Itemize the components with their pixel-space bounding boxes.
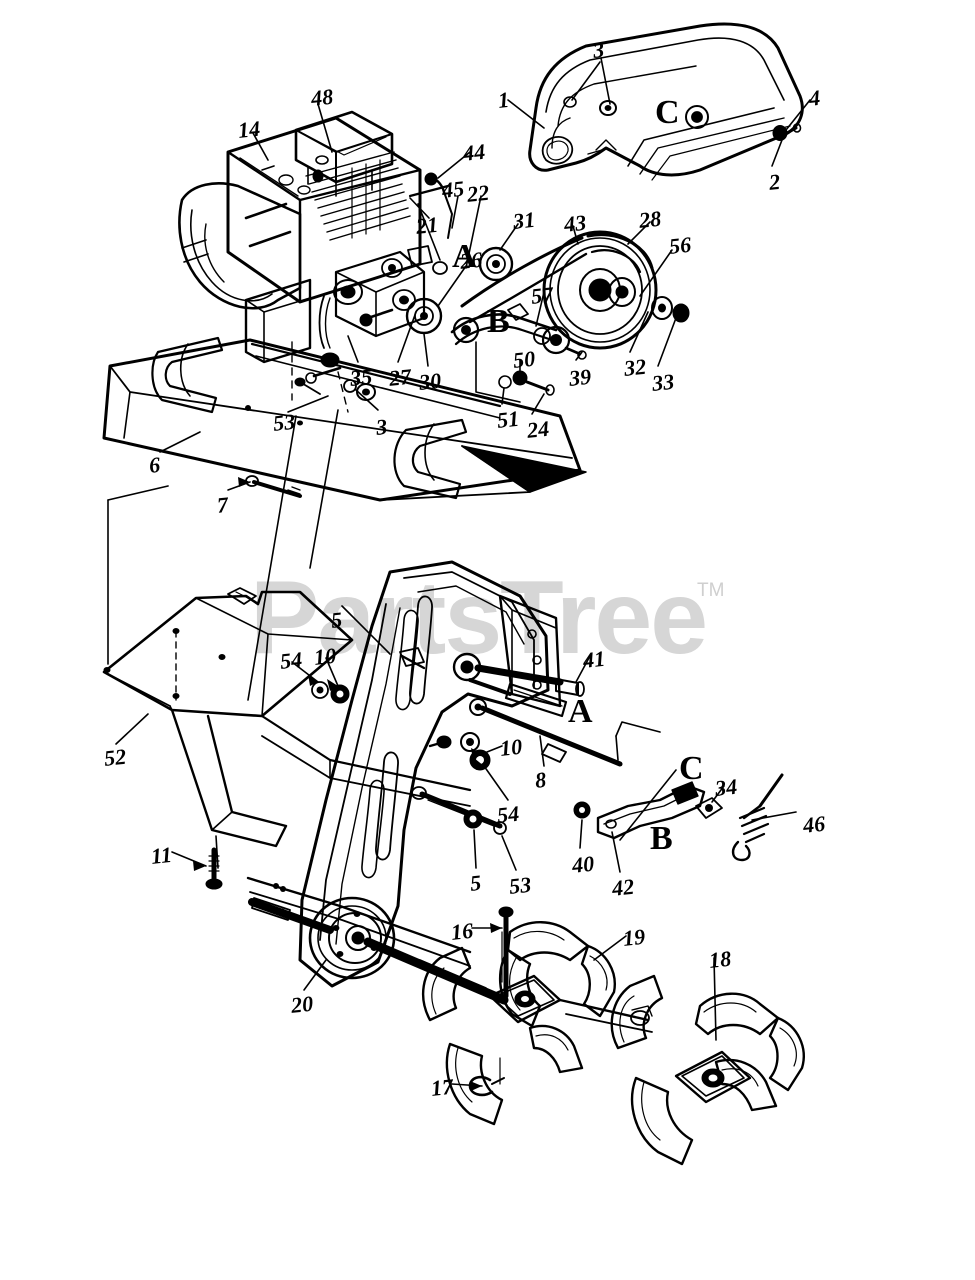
callout-number-48: 48 xyxy=(309,83,335,111)
callout-number-5: 5 xyxy=(468,869,483,896)
callout-number-30: 30 xyxy=(417,367,443,395)
callout-number-46: 46 xyxy=(801,810,827,838)
zone-letter-b-1: B xyxy=(487,303,510,340)
upper-frame-plate xyxy=(102,336,587,502)
callout-number-3: 3 xyxy=(374,413,389,440)
callout-number-50: 50 xyxy=(511,345,537,373)
callout-number-34: 34 xyxy=(713,773,739,801)
callout-number-22: 22 xyxy=(465,179,491,207)
callout-number-57: 57 xyxy=(529,281,555,309)
callout-number-31: 31 xyxy=(511,206,537,234)
callout-number-7: 7 xyxy=(215,491,230,518)
tine-assemblies xyxy=(422,906,805,1166)
callout-number-42: 42 xyxy=(610,873,636,901)
leader-lines xyxy=(107,409,339,701)
callout-number-54: 54 xyxy=(495,800,521,828)
callout-number-32: 32 xyxy=(622,353,648,381)
callout-number-41: 41 xyxy=(581,645,607,673)
callout-number-5: 5 xyxy=(329,606,344,633)
callout-number-11: 11 xyxy=(149,841,174,869)
zone-letter-a-3: A xyxy=(568,693,593,730)
callout-number-54: 54 xyxy=(278,646,304,674)
callout-number-51: 51 xyxy=(495,405,521,433)
callout-number-27: 27 xyxy=(387,363,413,391)
callout-number-28: 28 xyxy=(637,205,663,233)
callout-number-52: 52 xyxy=(102,743,128,771)
callout-number-10: 10 xyxy=(498,733,524,761)
callout-number-53: 53 xyxy=(507,871,533,899)
callout-number-45: 45 xyxy=(440,175,466,203)
control-linkage-lower xyxy=(311,647,784,862)
belt-and-pulley-assembly xyxy=(405,230,690,403)
callout-number-3: 3 xyxy=(591,36,606,63)
zone-letter-c-2: C xyxy=(655,94,680,131)
lower-shield-plate xyxy=(102,587,472,967)
callout-number-14: 14 xyxy=(236,115,262,143)
callout-number-17: 17 xyxy=(429,1073,455,1101)
zone-letter-c-4: C xyxy=(679,750,704,787)
callout-number-39: 39 xyxy=(567,363,593,391)
callout-number-10: 10 xyxy=(312,642,338,670)
callout-number-56: 56 xyxy=(667,231,693,259)
leader-arrowheads xyxy=(193,477,502,1091)
engine-assembly xyxy=(178,110,422,364)
callout-number-19: 19 xyxy=(621,923,647,951)
callout-number-4: 4 xyxy=(807,84,822,111)
zone-letter-b-5: B xyxy=(650,820,673,857)
callout-number-6: 6 xyxy=(147,451,162,478)
tine-housing-assembly xyxy=(248,560,585,1005)
callout-number-16: 16 xyxy=(449,917,475,945)
callout-number-8: 8 xyxy=(533,766,548,793)
callout-number-40: 40 xyxy=(570,850,596,878)
callout-number-2: 2 xyxy=(767,168,782,195)
callout-number-1: 1 xyxy=(496,86,511,113)
callout-number-43: 43 xyxy=(562,209,588,237)
callout-number-21: 21 xyxy=(414,211,440,239)
callout-number-33: 33 xyxy=(650,368,676,396)
callout-number-44: 44 xyxy=(461,138,487,166)
belt-guard-hood xyxy=(528,22,804,181)
callout-number-18: 18 xyxy=(707,945,733,973)
zone-letter-a-0: A xyxy=(452,238,477,275)
callout-number-20: 20 xyxy=(289,990,315,1018)
callout-number-53: 53 xyxy=(271,408,297,436)
callout-number-24: 24 xyxy=(525,415,551,443)
callout-number-35: 35 xyxy=(348,363,374,391)
